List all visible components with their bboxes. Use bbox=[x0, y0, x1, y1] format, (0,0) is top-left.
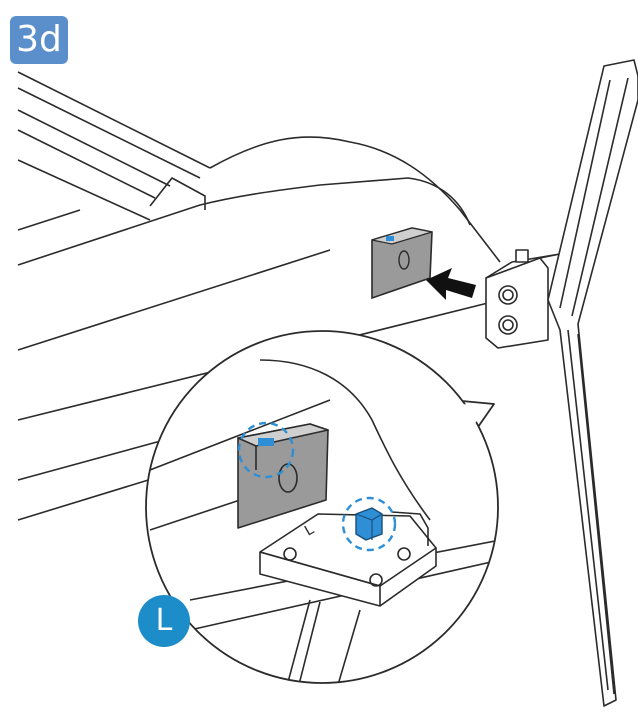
stand-upright-lower-inner bbox=[567, 329, 609, 691]
highlight-slot-tab bbox=[237, 421, 295, 479]
monitor-top-edge bbox=[17, 71, 211, 169]
insert-direction-arrow bbox=[426, 268, 476, 300]
stand-arm bbox=[485, 59, 638, 707]
zoom-monitor-curve bbox=[259, 359, 431, 521]
stand-upright-lower-inner-2 bbox=[577, 333, 615, 695]
monitor-back-lower bbox=[17, 249, 331, 351]
zoom-stand-arm-right bbox=[329, 609, 361, 683]
stand-bracket-hole-bottom-inner bbox=[502, 319, 514, 331]
stand-bracket-notch bbox=[515, 249, 529, 263]
zoom-lock-tab bbox=[355, 507, 383, 541]
stand-bracket-hole-top-inner bbox=[502, 289, 514, 301]
monitor-back-upper bbox=[17, 177, 471, 266]
monitor-panel-line-4 bbox=[17, 209, 81, 231]
stand-upright bbox=[547, 59, 638, 707]
monitor-panel-line-3 bbox=[17, 159, 151, 221]
highlight-lock-tab bbox=[341, 496, 397, 552]
step-badge: 3d bbox=[10, 16, 68, 64]
monitor-top-edge-inner bbox=[17, 87, 201, 179]
zoom-plate-front bbox=[259, 551, 381, 606]
zoom-monitor-line-2 bbox=[149, 499, 241, 531]
zoom-stand-arm-inner bbox=[291, 601, 321, 683]
zoom-plate-hole-2 bbox=[397, 547, 411, 561]
monitor-ridge bbox=[149, 177, 206, 210]
zoom-plate-hole-1 bbox=[283, 547, 297, 561]
mounting-slot bbox=[371, 227, 433, 300]
stand-upright-inner-right bbox=[571, 77, 629, 317]
stand-upright-inner-left bbox=[559, 79, 611, 309]
mounting-slot-tab bbox=[386, 236, 394, 241]
monitor-panel-line-2 bbox=[17, 129, 156, 199]
monitor-shoulder bbox=[209, 136, 501, 263]
zoom-monitor-edge bbox=[149, 399, 331, 471]
zoom-plate-hole-3 bbox=[369, 573, 383, 587]
mounting-slot-hole bbox=[398, 250, 410, 270]
stand-neck-bracket-top bbox=[485, 253, 561, 279]
monitor-panel-line-1 bbox=[17, 109, 171, 187]
zoom-stand-arm-left bbox=[279, 599, 311, 683]
zoom-plate-post bbox=[391, 511, 429, 546]
zoom-callout-circle bbox=[145, 330, 499, 684]
zoom-callout: L bbox=[145, 330, 499, 684]
side-indicator-badge: L bbox=[138, 595, 190, 647]
zoom-slot-tab bbox=[258, 438, 274, 446]
